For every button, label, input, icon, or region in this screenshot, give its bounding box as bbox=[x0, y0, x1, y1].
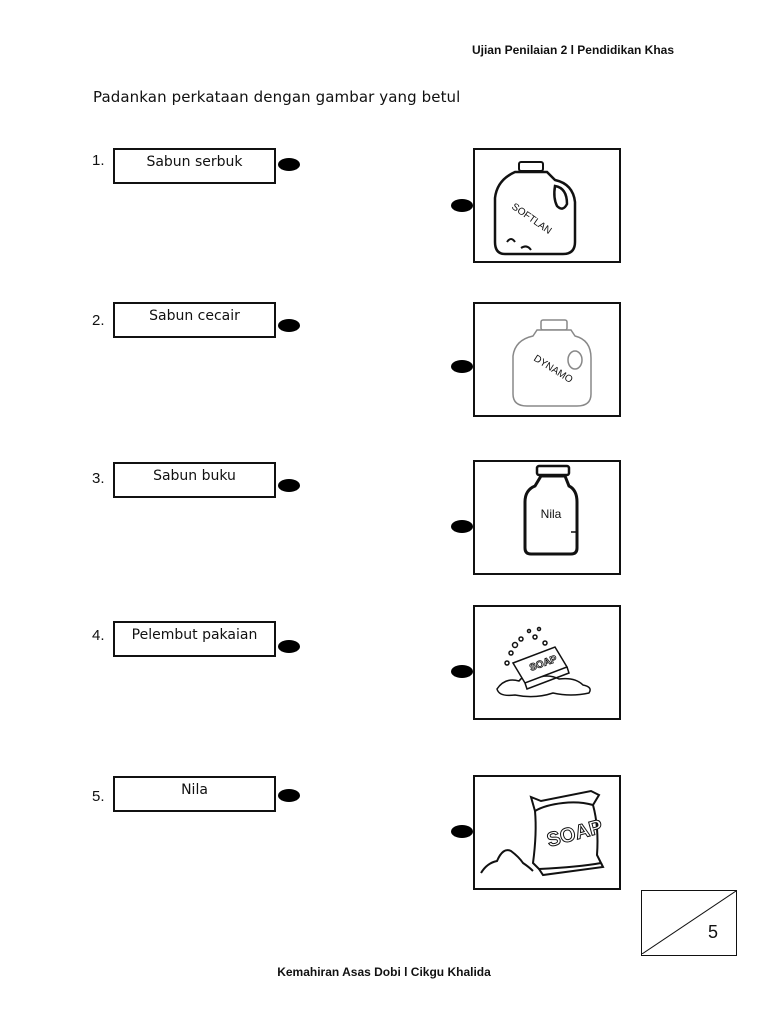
picture-box-powder-detergent: SOAP bbox=[473, 775, 621, 890]
picture-box-softener: SOFTLAN bbox=[473, 148, 621, 263]
picture-match-dot[interactable] bbox=[451, 360, 473, 373]
word-match-dot[interactable] bbox=[278, 158, 300, 171]
word-box-sabun-buku: Sabun buku bbox=[113, 462, 276, 498]
score-box: 5 bbox=[641, 890, 737, 956]
bluing-bottle-label: Nila bbox=[541, 507, 562, 521]
score-value: 5 bbox=[707, 922, 718, 942]
picture-match-dot[interactable] bbox=[451, 199, 473, 212]
picture-match-dot[interactable] bbox=[451, 520, 473, 533]
picture-box-liquid-detergent: DYNAMO bbox=[473, 302, 621, 417]
picture-match-dot[interactable] bbox=[451, 825, 473, 838]
word-box-nila: Nila bbox=[113, 776, 276, 812]
word-match-dot[interactable] bbox=[278, 640, 300, 653]
picture-box-soap-bar: SOAP bbox=[473, 605, 621, 720]
picture-match-dot[interactable] bbox=[451, 665, 473, 678]
picture-box-nila: Nila bbox=[473, 460, 621, 575]
soap-bar-icon: SOAP bbox=[496, 626, 591, 698]
word-match-dot[interactable] bbox=[278, 319, 300, 332]
page-header: Ujian Penilaian 2 l Pendidikan Khas bbox=[471, 43, 674, 57]
score-divider-line bbox=[642, 891, 736, 954]
page-footer: Kemahiran Asas Dobi l Cikgu Khalida bbox=[277, 965, 491, 979]
softener-bottle-icon: SOFTLAN bbox=[493, 161, 577, 256]
word-match-dot[interactable] bbox=[278, 479, 300, 492]
word-match-dot[interactable] bbox=[278, 789, 300, 802]
word-box-sabun-serbuk: Sabun serbuk bbox=[113, 148, 276, 184]
item-number: 5. bbox=[92, 788, 105, 805]
bluing-bottle-icon: Nila bbox=[523, 464, 579, 556]
item-number: 4. bbox=[92, 627, 105, 644]
word-box-sabun-cecair: Sabun cecair bbox=[113, 302, 276, 338]
word-box-pelembut-pakaian: Pelembut pakaian bbox=[113, 621, 276, 657]
item-number: 1. bbox=[92, 152, 105, 169]
powder-detergent-bag-icon: SOAP bbox=[480, 789, 606, 877]
item-number: 3. bbox=[92, 470, 105, 487]
instruction-text: Padankan perkataan dengan gambar yang be… bbox=[93, 88, 461, 106]
item-number: 2. bbox=[92, 312, 105, 329]
liquid-detergent-bottle-icon: DYNAMO bbox=[512, 319, 592, 407]
